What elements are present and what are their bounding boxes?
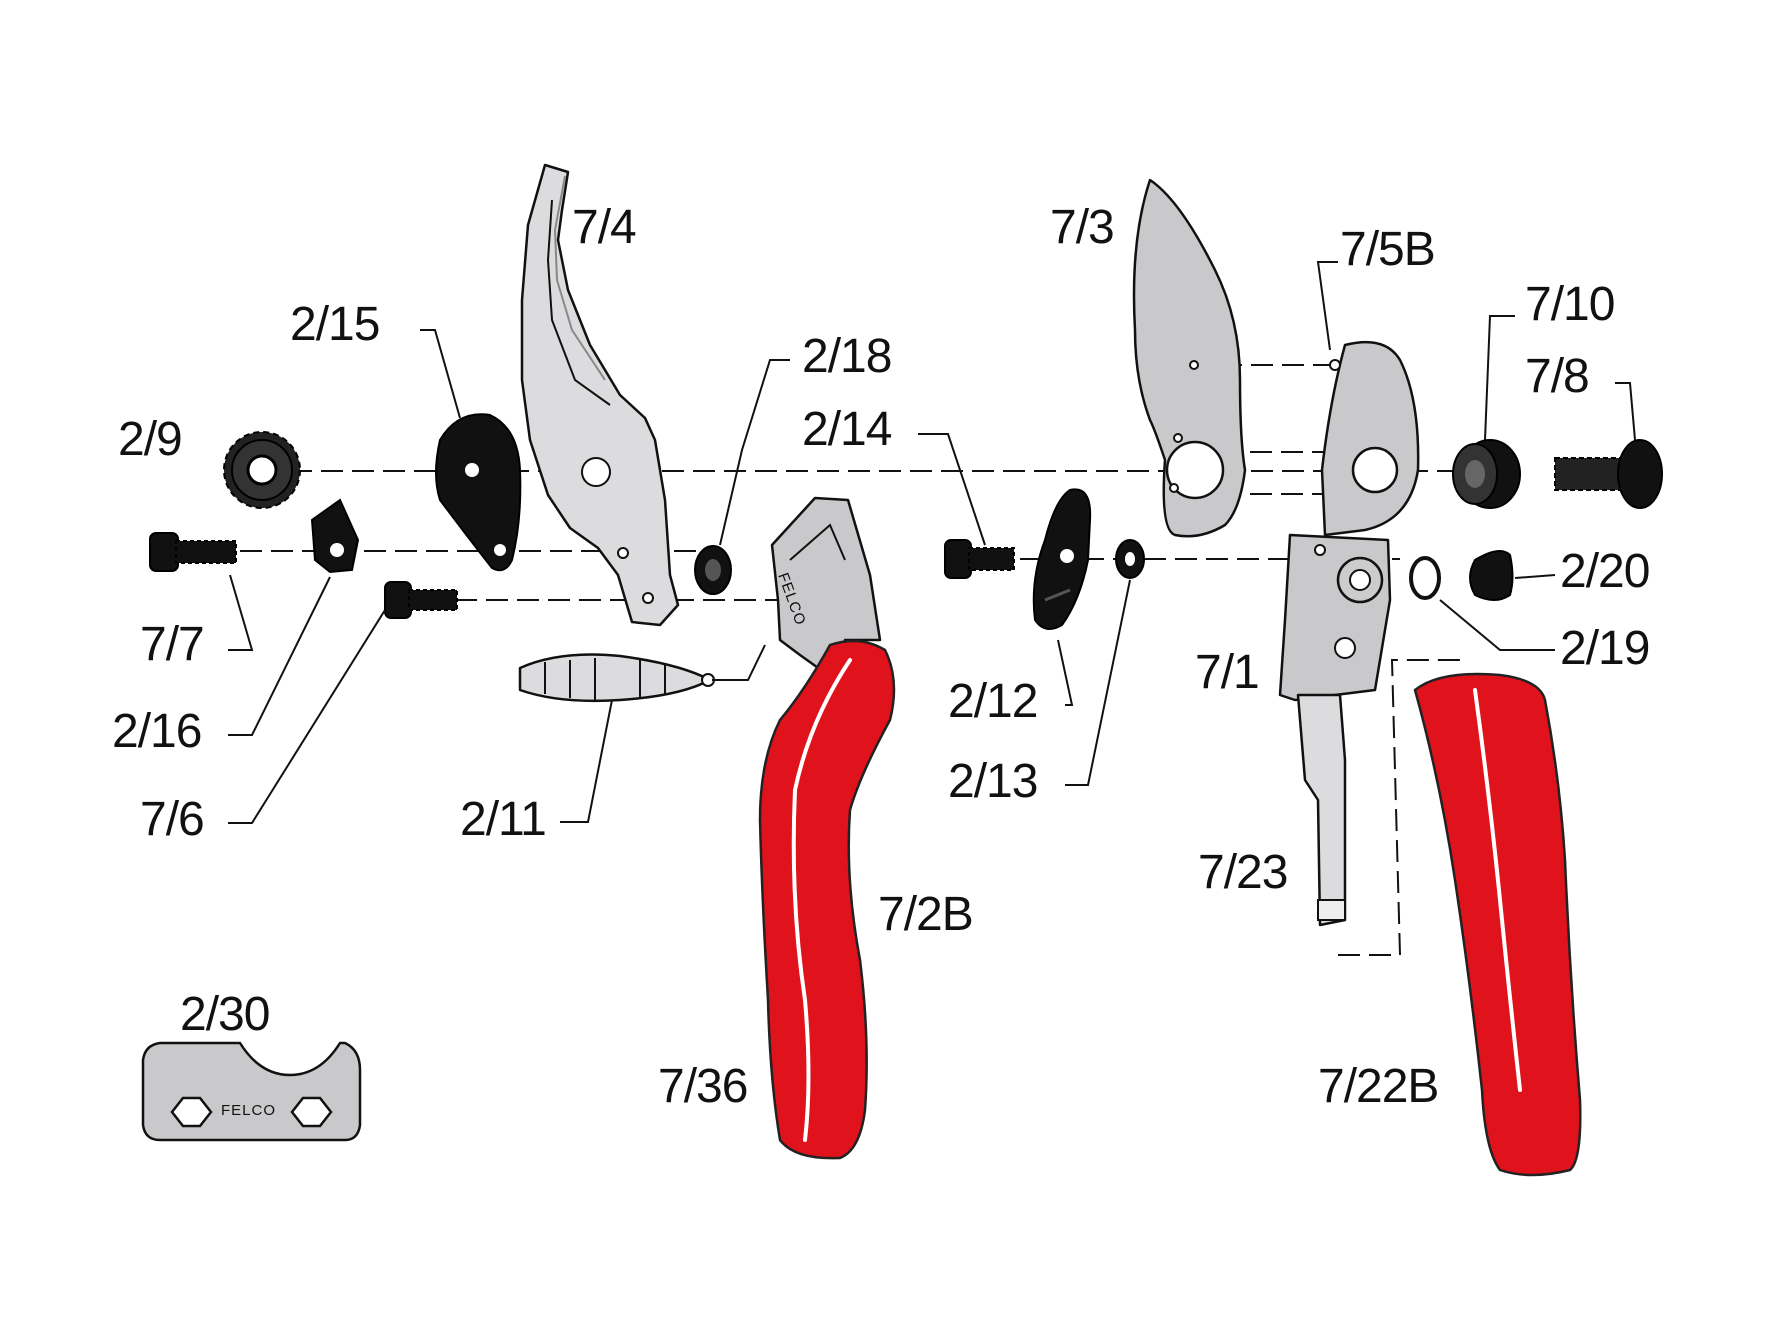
spring-2-11	[518, 653, 715, 703]
label-2-11: 2/11	[460, 793, 546, 846]
part-labels: 7/4 7/3 7/5B 2/15 2/18 7/10 7/8 2/9 2/14…	[112, 201, 1650, 1113]
upper-blade-7-4	[520, 163, 680, 627]
label-7-3: 7/3	[1050, 201, 1114, 254]
label-7-22b: 7/22B	[1318, 1060, 1438, 1113]
plate-2-12	[1032, 488, 1092, 630]
bolt-7-7	[149, 532, 237, 572]
label-2-9: 2/9	[118, 413, 182, 466]
label-2-13: 2/13	[948, 755, 1037, 808]
label-7-7: 7/7	[140, 618, 204, 671]
nut-7-10	[1452, 439, 1521, 509]
red-grip-7-22b	[1413, 672, 1582, 1177]
cam-plate-2-15	[435, 413, 522, 572]
leader-lines	[228, 261, 1636, 824]
washer-2-13	[1115, 539, 1145, 579]
label-2-14: 2/14	[802, 403, 892, 456]
handle-head-7-5b	[1320, 340, 1420, 537]
red-grip-7-36	[758, 639, 896, 1160]
bushing-2-18	[694, 545, 732, 595]
label-7-23: 7/23	[1198, 846, 1287, 899]
label-2-16: 2/16	[112, 705, 201, 758]
label-2-30: 2/30	[180, 988, 269, 1041]
label-2-19: 2/19	[1560, 622, 1649, 675]
label-7-10: 7/10	[1525, 278, 1614, 331]
label-7-5b: 7/5B	[1340, 223, 1435, 276]
upper-handle-7-1	[1278, 533, 1392, 702]
label-7-1: 7/1	[1195, 646, 1259, 699]
label-2-15: 2/15	[290, 298, 379, 351]
ratchet-2-16	[310, 498, 360, 574]
lower-handle-7-2b: FELCO	[770, 496, 882, 682]
label-7-36: 7/36	[658, 1060, 747, 1113]
anvil-blade-7-3	[1132, 178, 1247, 538]
label-2-18: 2/18	[802, 330, 891, 383]
label-7-2b: 7/2B	[878, 888, 973, 941]
label-2-12: 2/12	[948, 675, 1037, 728]
label-7-4: 7/4	[572, 201, 636, 254]
label-7-6: 7/6	[140, 793, 204, 846]
shaft-7-23	[1296, 693, 1347, 927]
bolt-7-8	[1554, 439, 1663, 509]
cap-2-20	[1469, 550, 1514, 601]
wrench-brand-logo: FELCO	[221, 1102, 276, 1119]
label-7-8: 7/8	[1525, 350, 1589, 403]
ring-2-19	[1409, 556, 1441, 600]
gear-nut-2-9	[223, 431, 301, 509]
wrench-2-30: FELCO	[141, 1041, 362, 1142]
bolt-7-6	[384, 581, 458, 619]
label-2-20: 2/20	[1560, 545, 1649, 598]
bolt-2-14	[944, 539, 1015, 579]
